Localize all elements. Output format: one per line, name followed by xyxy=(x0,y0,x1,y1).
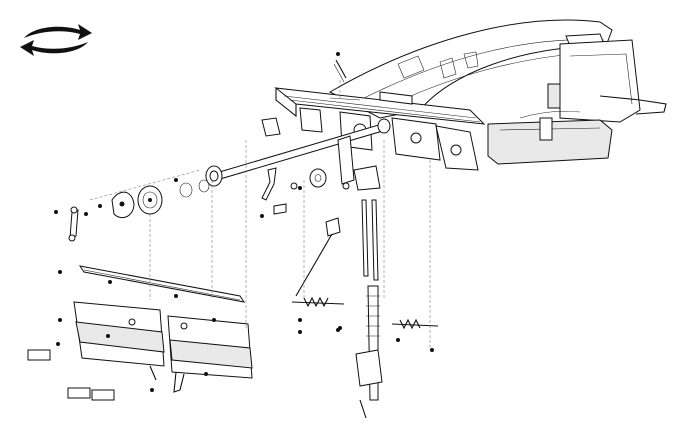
spring-assembly-right xyxy=(391,318,439,352)
label-box-3 xyxy=(91,389,115,401)
spring-assembly-left xyxy=(291,296,345,330)
label-box-2 xyxy=(67,387,91,399)
lower-plate-right xyxy=(149,315,253,393)
fasteners xyxy=(56,178,340,392)
alignment-lines xyxy=(89,80,431,350)
lower-plate-left xyxy=(73,301,165,367)
right-bracket-housing xyxy=(547,39,667,123)
left-linkage xyxy=(54,204,102,242)
refresh-arrows-icon[interactable] xyxy=(20,24,92,56)
label-box-1 xyxy=(27,349,51,361)
gear-pulley-set xyxy=(111,167,327,219)
center-components xyxy=(273,52,381,297)
lower-right-block xyxy=(487,110,613,165)
guide-rail xyxy=(78,265,246,303)
main-frame-rail xyxy=(261,87,486,171)
vertical-rods xyxy=(355,199,383,419)
